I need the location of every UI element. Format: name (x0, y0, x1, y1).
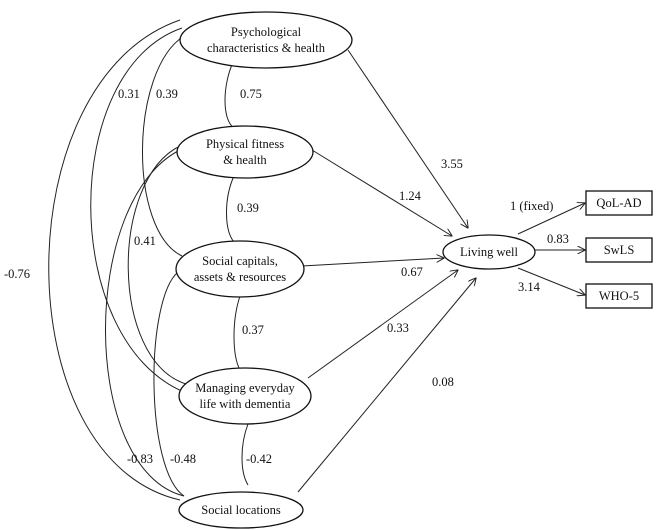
label-living-to-who5: 3.14 (518, 280, 541, 294)
arrow-social-capitals-to-living (301, 258, 444, 267)
node-managing: Managing everyday life with dementia (178, 367, 312, 425)
node-social-locations: Social locations (178, 491, 304, 529)
node-physical-line2: & health (223, 153, 267, 167)
node-who5-label: WHO-5 (599, 289, 639, 303)
curve-social-capitals-managing (233, 295, 241, 371)
label-corr-social-capitals-managing: 0.37 (242, 323, 264, 337)
correlation-labels: 0.75 0.39 0.37 -0.42 0.39 0.31 -0.76 0.4… (4, 87, 272, 466)
node-who5: WHO-5 (585, 283, 653, 309)
curve-managing-social-locations (241, 423, 249, 486)
node-swls: SwLS (585, 237, 653, 263)
node-managing-line2: life with dementia (200, 397, 291, 411)
curve-psych-social-locations (48, 19, 181, 501)
arrow-physical-to-living (311, 149, 452, 236)
curve-social-capitals-social-locations (153, 271, 185, 497)
label-corr-psych-social-locations: -0.76 (4, 267, 30, 281)
label-managing-to-living: 0.33 (387, 321, 409, 335)
node-physical-line1: Physical fitness (206, 137, 284, 151)
node-social-capitals-line2: assets & resources (194, 270, 286, 284)
node-qol: QoL-AD (585, 190, 653, 216)
curve-physical-managing (127, 145, 187, 385)
label-psych-to-living: 3.55 (441, 157, 463, 171)
label-corr-physical-social-locations: -0.83 (127, 452, 153, 466)
curve-physical-social-capitals (226, 175, 235, 243)
label-corr-social-capitals-social-locations: -0.48 (170, 452, 196, 466)
arrow-managing-to-living (307, 270, 458, 379)
curve-psych-managing (90, 27, 185, 393)
node-physical: Physical fitness & health (176, 125, 314, 179)
label-corr-psych-managing: 0.31 (118, 87, 140, 101)
label-corr-psych-physical: 0.75 (240, 87, 262, 101)
label-corr-managing-social-locations: -0.42 (246, 452, 272, 466)
node-social-locations-label: Social locations (201, 503, 281, 517)
correlation-curves (48, 19, 249, 501)
node-social-capitals-line1: Social capitals, (202, 254, 278, 268)
label-social-locations-to-living: 0.08 (432, 375, 454, 389)
label-living-to-swls: 0.83 (547, 232, 569, 246)
label-physical-to-living: 1.24 (399, 189, 422, 203)
node-psych-line2: characteristics & health (207, 41, 326, 55)
node-psych-line1: Psychological (231, 25, 302, 39)
arrow-psych-to-living (347, 49, 468, 228)
arrow-social-locations-to-living (297, 278, 476, 493)
arrow-living-to-who5 (517, 267, 585, 295)
path-labels: 3.55 1.24 0.67 0.33 0.08 1 (fixed) 0.83 … (387, 157, 569, 389)
label-corr-physical-managing: 0.41 (134, 234, 156, 248)
label-corr-psych-social-capitals: 0.39 (156, 87, 178, 101)
label-living-to-qol: 1 (fixed) (510, 199, 553, 213)
node-living-well: Living well (442, 234, 536, 270)
node-swls-label: SwLS (604, 243, 635, 257)
path-arrows (297, 49, 585, 493)
node-social-capitals: Social capitals, assets & resources (175, 240, 305, 298)
node-living-well-label: Living well (460, 245, 519, 259)
curve-physical-social-locations (105, 149, 185, 497)
label-corr-physical-social-capitals: 0.39 (237, 201, 259, 215)
node-psych: Psychological characteristics & health (179, 11, 353, 69)
curve-psych-social-capitals (142, 35, 185, 257)
curve-psych-physical (224, 59, 235, 129)
node-managing-line1: Managing everyday (195, 381, 295, 395)
label-social-capitals-to-living: 0.67 (401, 265, 423, 279)
node-qol-label: QoL-AD (596, 196, 641, 210)
arrow-living-to-qol (517, 203, 585, 235)
